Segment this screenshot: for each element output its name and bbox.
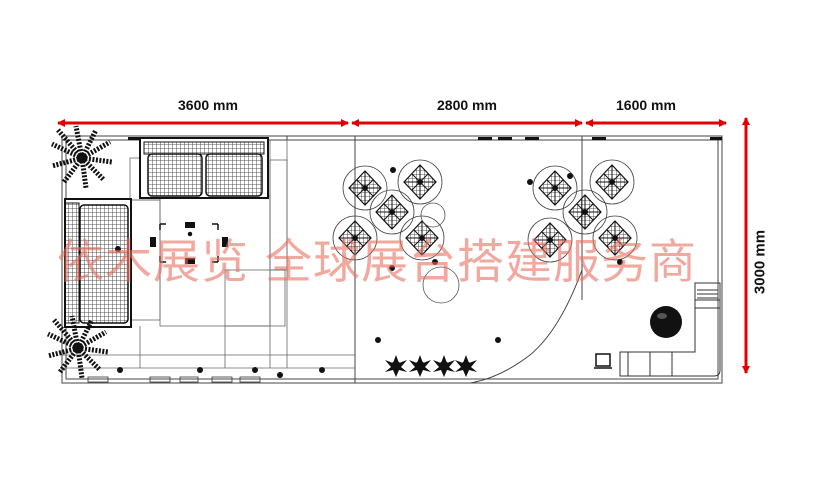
display-stand-icon (594, 353, 612, 369)
dimension-label-3600: 3600 mm (178, 97, 238, 113)
round-table-icon (375, 337, 501, 343)
floor-strip-marks (87, 376, 261, 383)
dimension-label-3000: 3000 mm (751, 229, 769, 295)
reception-counter (619, 282, 721, 377)
dimension-label-2800: 2800 mm (437, 97, 497, 113)
round-object-icon (650, 306, 682, 338)
lounge-floor-grid (60, 140, 355, 369)
armchair-icon (150, 222, 228, 264)
coffee-table-icon (159, 223, 219, 263)
sofa-top-icon (139, 137, 269, 199)
floor-light-dots (115, 246, 325, 378)
bar-stool-cluster-1 (332, 159, 460, 304)
sofa-left-icon (64, 198, 132, 328)
spiky-plant-icon (385, 355, 477, 377)
bar-stool-cluster-2 (527, 159, 638, 265)
dimension-arrows (57, 117, 750, 374)
dimension-label-1600: 1600 mm (616, 97, 676, 113)
